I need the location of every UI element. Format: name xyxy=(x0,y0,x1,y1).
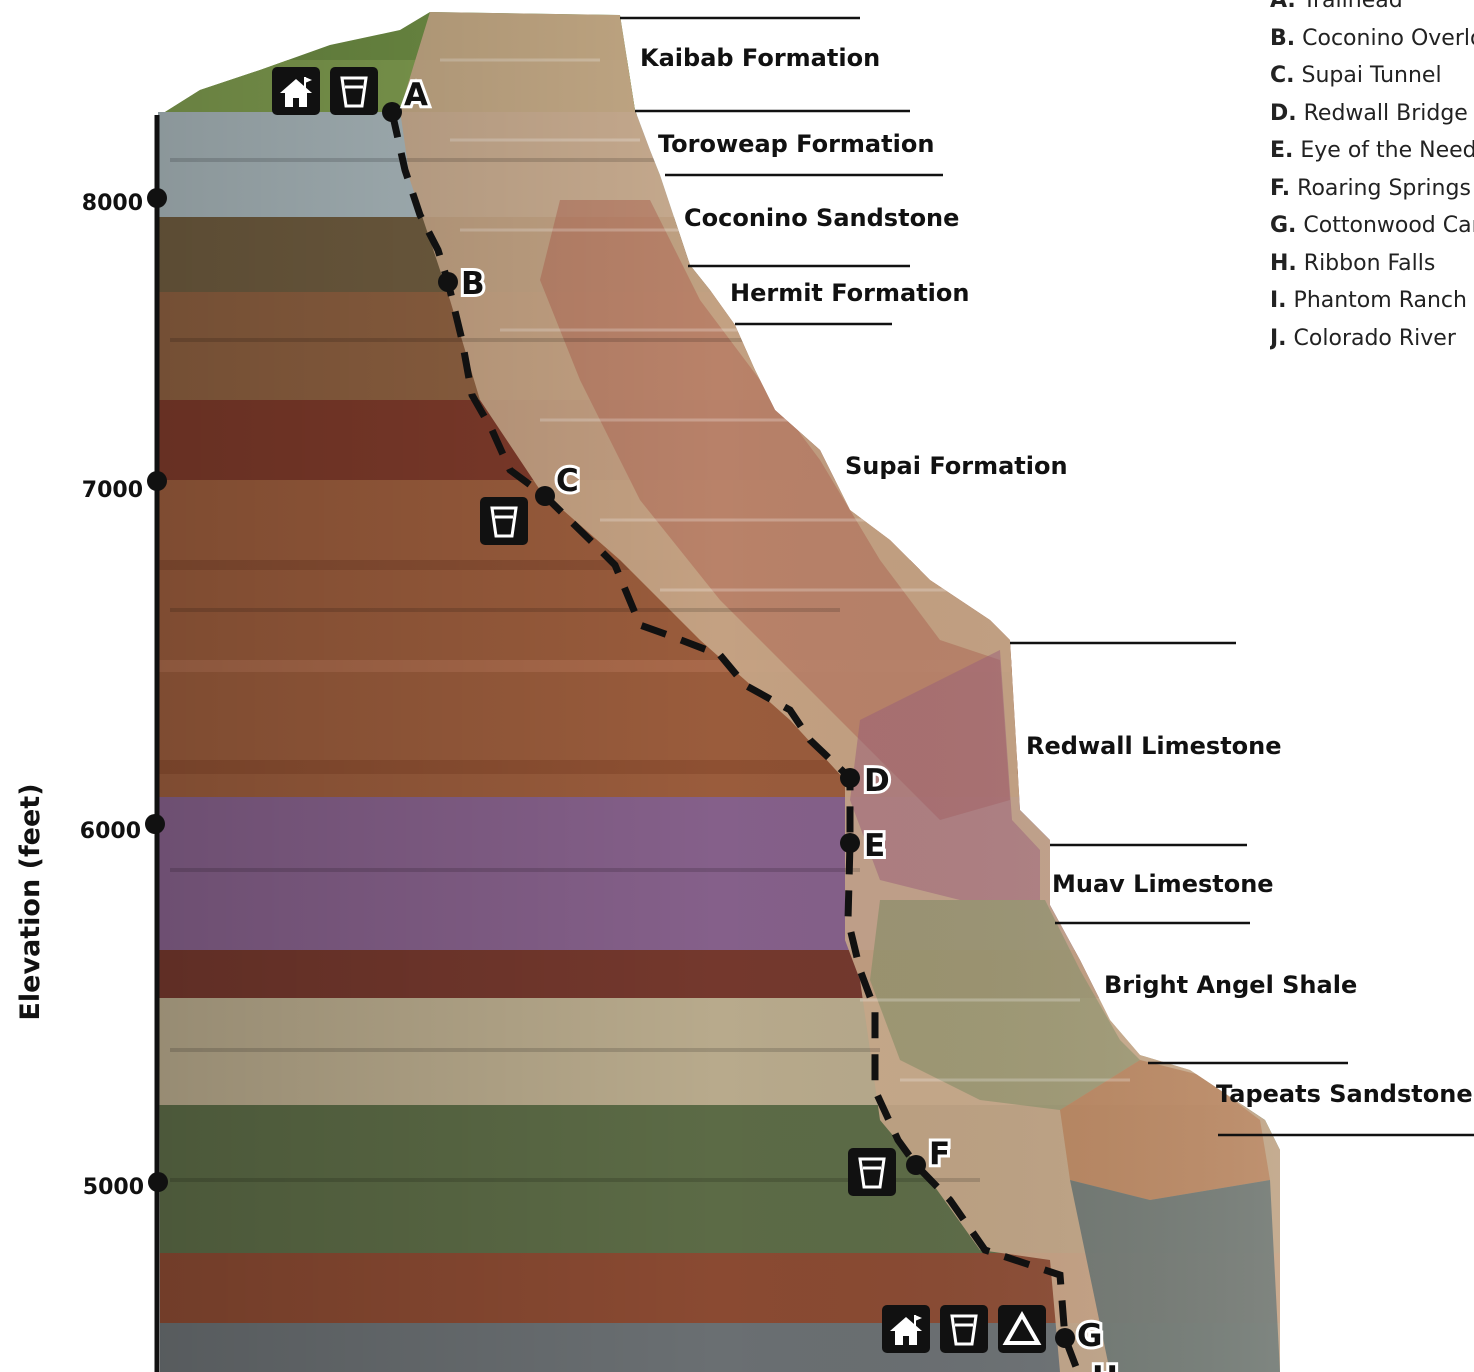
waypoint-a-dot xyxy=(382,102,402,122)
waypoint-h-label: H xyxy=(1092,1360,1118,1372)
tick-dot-5000 xyxy=(148,1172,168,1192)
waypoint-g-dot xyxy=(1055,1328,1075,1348)
tick-label-5000: 5000 xyxy=(83,1175,144,1200)
drinking-water-icon xyxy=(940,1305,988,1353)
tick-dot-6000 xyxy=(145,814,165,834)
legend-item: F. Roaring Springs xyxy=(1270,170,1474,208)
axis-title: Elevation (feet) xyxy=(15,783,46,1020)
tick-label-6000: 6000 xyxy=(80,819,141,844)
legend-item: I. Phantom Ranch xyxy=(1270,282,1474,320)
formation-muav: Muav Limestone xyxy=(1052,870,1274,898)
tick-label-7000: 7000 xyxy=(82,478,143,503)
waypoint-legend: A. Trailhead B. Coconino Overlook C. Sup… xyxy=(1270,0,1474,357)
waypoint-d-dot xyxy=(840,768,860,788)
legend-item: C. Supai Tunnel xyxy=(1270,57,1474,95)
formation-coconino: Coconino Sandstone xyxy=(684,204,959,232)
waypoint-e-label: E xyxy=(864,828,885,864)
formation-tapeats: Tapeats Sandstone xyxy=(1216,1080,1473,1108)
formation-bright-angel: Bright Angel Shale xyxy=(1104,971,1357,999)
waypoint-d-label: D xyxy=(864,763,890,799)
waypoint-b-label: B xyxy=(461,266,485,302)
drinking-water-icon xyxy=(848,1148,896,1196)
formation-redwall: Redwall Limestone xyxy=(1026,732,1282,760)
legend-item: A. Trailhead xyxy=(1270,0,1474,20)
waypoint-g-label: G xyxy=(1077,1318,1102,1354)
waypoint-f-dot xyxy=(906,1155,926,1175)
legend-item: H. Ribbon Falls xyxy=(1270,245,1474,283)
waypoint-e-dot xyxy=(840,833,860,853)
legend-item: D. Redwall Bridge xyxy=(1270,95,1474,133)
ranger-station-icon xyxy=(882,1305,930,1353)
legend-item: G. Cottonwood Campground xyxy=(1270,207,1474,245)
formation-kaibab: Kaibab Formation xyxy=(640,44,880,72)
formation-supai: Supai Formation xyxy=(845,452,1068,480)
legend-item: B. Coconino Overlook xyxy=(1270,20,1474,58)
waypoint-b-dot xyxy=(438,272,458,292)
tick-dot-8000 xyxy=(147,188,167,208)
tick-label-8000: 8000 xyxy=(82,191,143,216)
waypoint-c-label: C xyxy=(556,463,579,499)
ranger-station-icon xyxy=(272,67,320,115)
formation-toroweap: Toroweap Formation xyxy=(658,130,934,158)
waypoint-f-label: F xyxy=(929,1136,950,1172)
campground-icon xyxy=(998,1305,1046,1353)
drinking-water-icon xyxy=(480,497,528,545)
tick-dot-7000 xyxy=(147,471,167,491)
legend-item: J. Colorado River xyxy=(1270,320,1474,358)
waypoint-a-label: A xyxy=(404,77,428,113)
waypoint-c-dot xyxy=(535,486,555,506)
legend-item: E. Eye of the Needle xyxy=(1270,132,1474,170)
formation-hermit: Hermit Formation xyxy=(730,279,969,307)
drinking-water-icon xyxy=(330,67,378,115)
